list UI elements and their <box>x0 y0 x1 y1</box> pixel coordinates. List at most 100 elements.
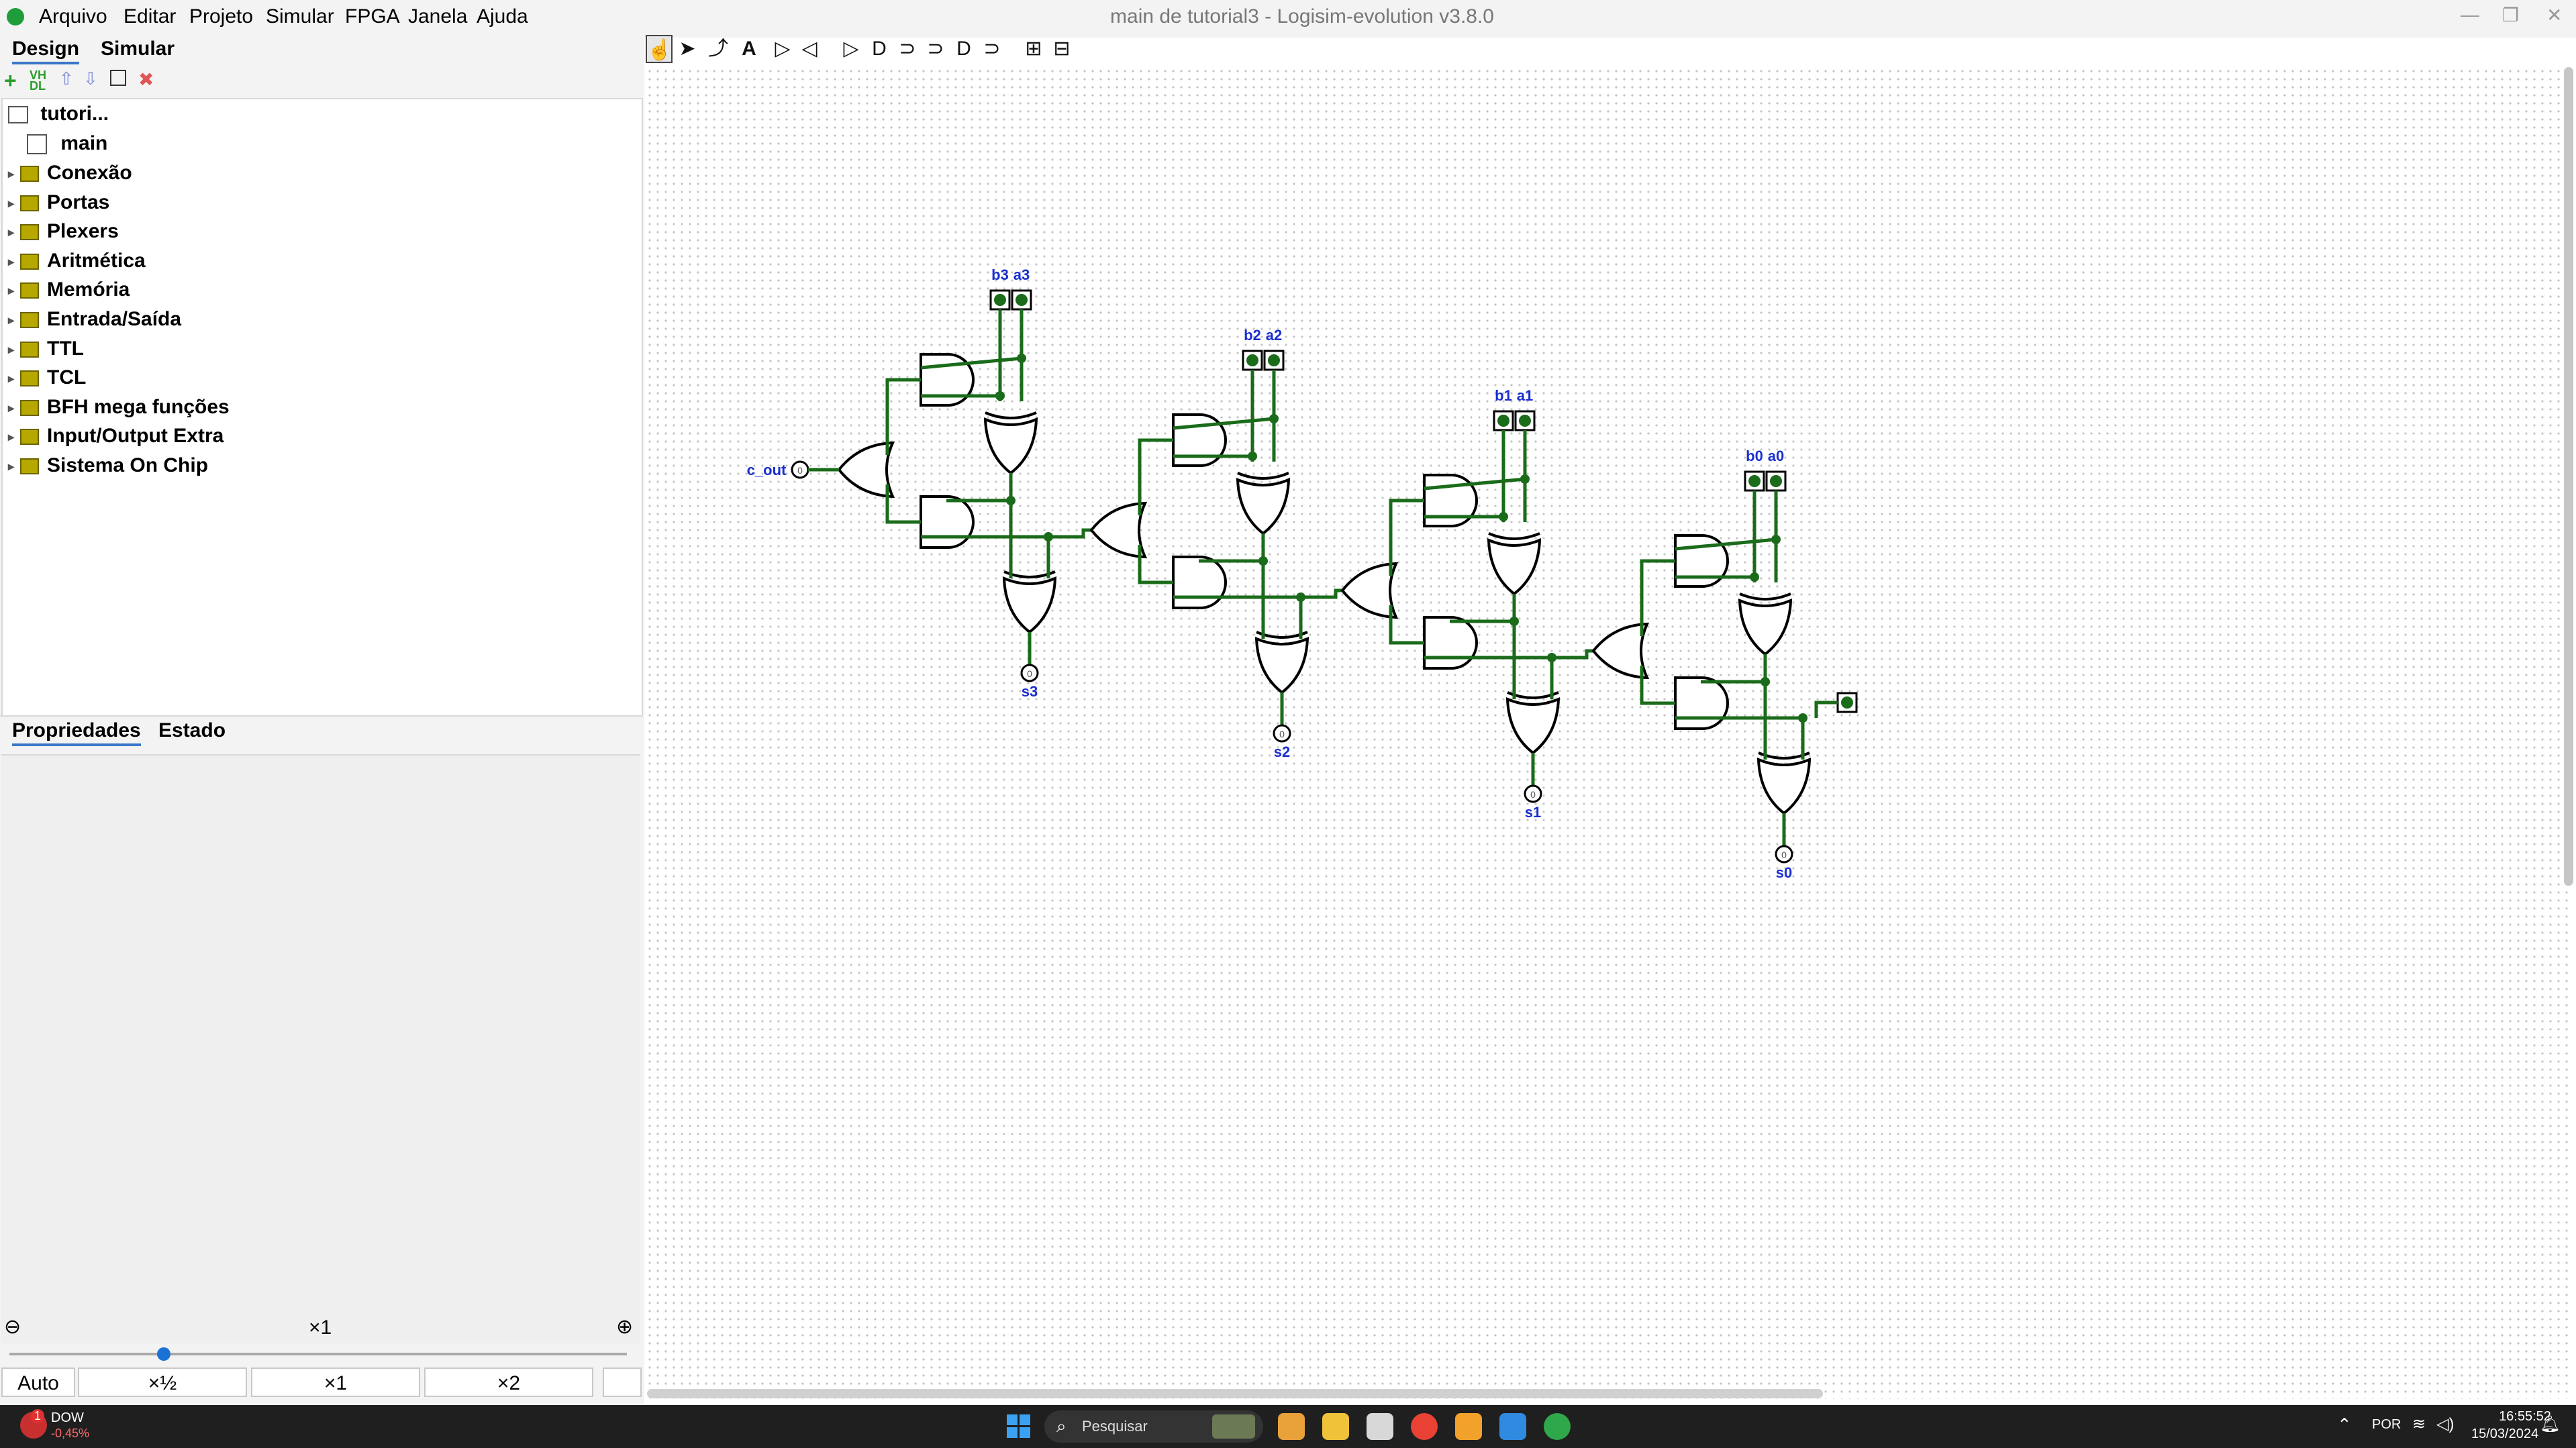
menu-janela[interactable]: Janela <box>408 5 468 28</box>
expand-arrow-icon[interactable]: ▸ <box>8 254 15 268</box>
nand-gate-icon[interactable]: D <box>956 38 971 60</box>
menu-ajuda[interactable]: Ajuda <box>477 5 528 28</box>
or-gate[interactable] <box>837 441 895 499</box>
zoom-slider-knob[interactable] <box>157 1347 170 1361</box>
copilot-icon[interactable] <box>1278 1413 1305 1440</box>
expand-arrow-icon[interactable]: ▸ <box>8 196 15 210</box>
expand-arrow-icon[interactable]: ▸ <box>8 225 15 240</box>
and-gate[interactable] <box>1674 676 1729 730</box>
file-explorer-icon[interactable] <box>1322 1413 1349 1440</box>
expand-arrow-icon[interactable]: ▸ <box>8 460 15 474</box>
language-indicator[interactable]: POR <box>2372 1417 2401 1432</box>
expand-arrow-icon[interactable]: ▸ <box>8 167 15 181</box>
xor-gate[interactable] <box>1756 757 1812 815</box>
windows-start-icon[interactable] <box>1005 1413 1032 1440</box>
tree-project[interactable]: tutori... <box>8 101 109 127</box>
expand-arrow-icon[interactable]: ▸ <box>8 284 15 298</box>
hand-poke-icon[interactable]: ☝ <box>646 35 673 63</box>
move-down-icon[interactable]: ⇩ <box>83 68 98 89</box>
nor-gate-icon[interactable]: ⊃ <box>983 38 1001 60</box>
select-arrow-icon[interactable]: ➤ <box>679 38 696 60</box>
notification-bell-icon[interactable]: 🔔︎ <box>2540 1415 2561 1433</box>
xor-gate[interactable] <box>1505 696 1561 755</box>
close-icon[interactable]: ✕ <box>2546 5 2563 25</box>
circuit-layout-icon[interactable]: ⊞ <box>1025 38 1042 60</box>
menu-projeto[interactable]: Projeto <box>189 5 254 28</box>
tree-library[interactable]: ▸Memória <box>8 276 130 303</box>
menu-fpga[interactable]: FPGA <box>345 5 400 28</box>
output-pin[interactable] <box>1775 845 1793 864</box>
zoom-in-icon[interactable]: ⊕ <box>616 1316 634 1338</box>
expand-arrow-icon[interactable]: ▸ <box>8 313 15 327</box>
vertical-scrollbar[interactable] <box>2564 67 2573 886</box>
tree-library[interactable]: ▸Input/Output Extra <box>8 423 224 450</box>
wire-tool-icon[interactable]: ⤴ <box>708 38 728 60</box>
horizontal-scrollbar[interactable] <box>647 1389 1823 1398</box>
app-blue-icon[interactable] <box>1499 1413 1526 1440</box>
delete-icon[interactable]: ✖ <box>138 69 154 90</box>
circuit-appearance-icon[interactable]: ⊟ <box>1053 38 1071 60</box>
tree-library[interactable]: ▸Conexão <box>8 160 132 187</box>
app-orange-icon[interactable] <box>1455 1413 1482 1440</box>
zoom-out-icon[interactable]: ⊖ <box>4 1316 21 1338</box>
expand-arrow-icon[interactable]: ▸ <box>8 430 15 444</box>
xor-gate[interactable] <box>1002 576 1057 634</box>
tree-library[interactable]: ▸TCL <box>8 364 86 391</box>
menu-editar[interactable]: Editar <box>123 5 177 28</box>
tree-library[interactable]: ▸BFH mega funções <box>8 394 230 421</box>
tab-design[interactable]: Design <box>12 38 80 64</box>
menu-arquivo[interactable]: Arquivo <box>39 5 107 28</box>
restore-icon[interactable]: ❐ <box>2502 5 2520 25</box>
zoom-auto-button[interactable]: Auto <box>1 1367 75 1397</box>
minimize-icon[interactable]: — <box>2461 4 2479 25</box>
output-pin[interactable] <box>1273 724 1291 743</box>
output-pin-icon[interactable]: ◁ <box>801 38 818 60</box>
expand-arrow-icon[interactable]: ▸ <box>8 401 15 415</box>
xor-gate[interactable] <box>1738 598 1793 656</box>
xor-gate[interactable] <box>1254 636 1309 694</box>
zoom-half-button[interactable]: ×½ <box>78 1367 247 1397</box>
zoom-two-button[interactable]: ×2 <box>424 1367 593 1397</box>
and-gate[interactable] <box>920 495 975 549</box>
tab-simular[interactable]: Simular <box>101 38 175 60</box>
xor-gate[interactable] <box>1236 477 1291 535</box>
edit-appearance-icon[interactable] <box>110 70 126 86</box>
tab-estado[interactable]: Estado <box>158 719 226 741</box>
xor-gate[interactable] <box>1487 537 1542 596</box>
tree-library[interactable]: ▸Entrada/Saída <box>8 306 181 333</box>
tree-circuit-main[interactable]: main <box>27 130 107 157</box>
or-gate-icon[interactable]: ⊃ <box>899 38 916 60</box>
or-gate[interactable] <box>1089 501 1148 559</box>
logisim-taskbar-icon[interactable] <box>1544 1413 1571 1440</box>
zoom-one-button[interactable]: ×1 <box>251 1367 420 1397</box>
volume-icon[interactable]: ◁) <box>2436 1415 2455 1433</box>
add-circuit-icon[interactable]: + <box>4 68 17 93</box>
tree-library[interactable]: ▸Portas <box>8 189 109 216</box>
and-gate[interactable] <box>1172 556 1227 609</box>
xor-gate[interactable] <box>983 417 1038 475</box>
tree-library[interactable]: ▸Sistema On Chip <box>8 452 208 479</box>
not-gate-icon[interactable]: ▷ <box>843 38 859 60</box>
tree-library[interactable]: ▸TTL <box>8 335 84 362</box>
clock-date[interactable]: 15/03/2024 <box>2471 1427 2539 1441</box>
input-pin-icon[interactable]: ▷ <box>775 38 791 60</box>
and-gate[interactable] <box>1423 616 1478 670</box>
chevron-up-icon[interactable]: ⌃ <box>2337 1414 2352 1435</box>
clock-time[interactable]: 16:55:52 <box>2499 1409 2551 1424</box>
move-up-icon[interactable]: ⇧ <box>59 68 74 89</box>
zoom-slider[interactable] <box>9 1347 627 1361</box>
tree-library[interactable]: ▸Aritmética <box>8 248 146 274</box>
expand-arrow-icon[interactable]: ▸ <box>8 372 15 386</box>
and-gate-icon[interactable]: D <box>872 38 887 60</box>
store-icon[interactable] <box>1367 1413 1393 1440</box>
zoom-fit-button[interactable] <box>603 1367 642 1397</box>
taskbar-search[interactable]: ⌕ Pesquisar <box>1044 1410 1263 1443</box>
or-gate[interactable] <box>1340 562 1399 619</box>
output-pin[interactable] <box>1524 784 1542 803</box>
tree-library[interactable]: ▸Plexers <box>8 218 119 245</box>
chrome-icon[interactable] <box>1411 1413 1438 1440</box>
xor-gate-icon[interactable]: ⊃ <box>927 38 944 60</box>
tab-propriedades[interactable]: Propriedades <box>12 719 141 746</box>
